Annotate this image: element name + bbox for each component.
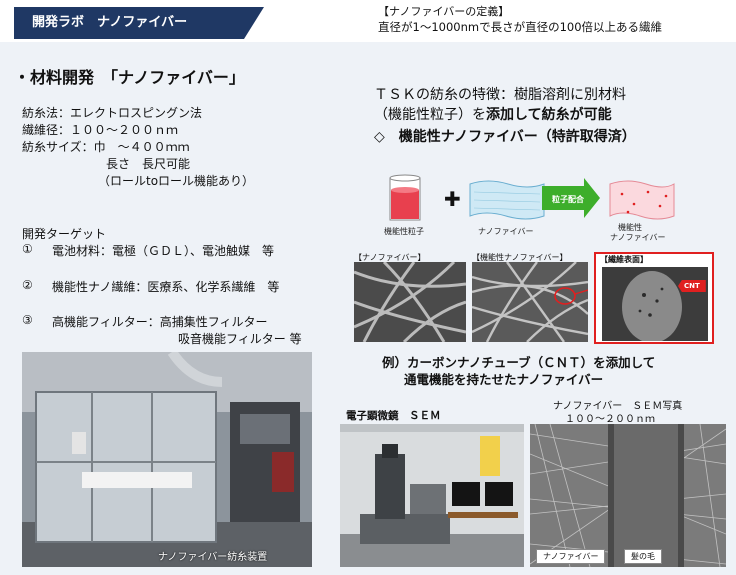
nanofiber-label: ナノファイバー: [478, 227, 534, 236]
sem-microscope-photo: [340, 424, 524, 567]
arrow-icon: [542, 178, 600, 218]
spinning-machine-photo: [22, 352, 312, 567]
target-text-2: 機能性ナノ繊維：医療系、化学系繊維 等: [52, 280, 280, 294]
spec-width: 紡糸サイズ：巾 ～４００ｍｍ: [22, 140, 190, 154]
sem-image-functional: [472, 262, 588, 342]
sem-fiber-photo: [530, 424, 726, 567]
functional-fiber-icon: [609, 180, 675, 220]
sem-photo-title: 電子顕微鏡 ＳＥＭ: [346, 410, 441, 422]
target-num-3: ③: [22, 313, 33, 327]
sem-label-nanofiber: 【ナノファイバー】: [354, 253, 426, 262]
fiber-sheet-icon: [469, 180, 545, 220]
label-nanofiber: ナノファイバー: [536, 549, 606, 564]
label-hair: 髪の毛: [624, 549, 662, 564]
feature-line-3: ◇ 機能性ナノファイバー（特許取得済）: [374, 129, 636, 145]
semphoto-title-1: ナノファイバー ＳＥＭ写真: [553, 401, 683, 412]
sem-label-surface: 【繊維表面】: [600, 255, 648, 264]
particle-label: 機能性粒子: [384, 227, 424, 236]
process-diagram: ✚ 粒子配合: [389, 174, 675, 221]
example-line-2: 通電機能を持たせたナノファイバー: [404, 372, 604, 387]
page-title: 開発ラボ ナノファイバー: [14, 7, 264, 39]
fiber-surface-panel: 【繊維表面】 CNT: [594, 252, 714, 344]
target-text-3: 高機能フィルター：高捕集性フィルター: [52, 315, 268, 329]
machine-caption: ナノファイバー紡糸装置: [158, 552, 268, 563]
section-title: ・材料開発 「ナノファイバー」: [14, 68, 245, 87]
arrow-label: 粒子配合: [552, 194, 585, 204]
feature-line-1: ＴＳＫの紡糸の特徴：樹脂溶剤に別材料: [374, 87, 626, 103]
definition-label: 【ナノファイバーの定義】: [378, 5, 510, 18]
target-text-1: 電池材料：電極（ＧＤＬ）、電池触媒 等: [52, 244, 275, 258]
spec-diameter: 繊維径：１００～２００ｎｍ: [22, 123, 179, 137]
sem-label-functional: 【機能性ナノファイバー】: [472, 253, 568, 262]
target-num-2: ②: [22, 278, 33, 292]
spec-roll: （ロールtoロール機能あり）: [98, 174, 255, 188]
spec-length: 長さ 長尺可能: [106, 157, 191, 171]
cnt-tag: CNT: [678, 280, 706, 292]
sem-image-nanofiber: [354, 262, 466, 342]
feature-line-2-bold: 添加して紡糸が可能: [486, 107, 612, 123]
sem-image-surface: [602, 267, 708, 341]
example-line-1: 例）カーボンナノチューブ（ＣＮＴ）を添加して: [382, 355, 656, 370]
target-num-1: ①: [22, 242, 33, 256]
plus-icon: ✚: [444, 187, 461, 211]
target-text-3b: 吸音機能フィルター 等: [178, 332, 302, 346]
targets-heading: 開発ターゲット: [22, 227, 107, 241]
spec-method: 紡糸法：エレクトロスピングン法: [22, 106, 203, 120]
beaker-icon: [389, 174, 421, 221]
definition-text: 直径が1～1000nmで長さが直径の100倍以上ある繊維: [378, 20, 663, 34]
feature-line-2-plain: （機能性粒子）を: [374, 107, 486, 123]
result-label-2: ナノファイバー: [610, 233, 666, 242]
semphoto-title-2: １００～２００ｎｍ: [565, 414, 655, 425]
result-label-1: 機能性: [618, 223, 642, 232]
feature-line-2: （機能性粒子）を添加して紡糸が可能: [374, 104, 612, 124]
